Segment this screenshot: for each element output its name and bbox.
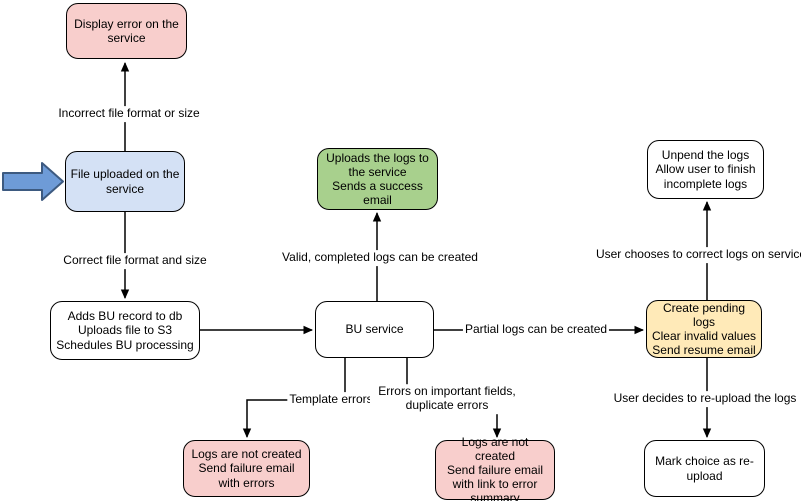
node-text-line: Create pending logs bbox=[662, 300, 746, 329]
edge-label-partial-logs: Partial logs can be created bbox=[462, 322, 610, 338]
node-text-line: Logs are not created bbox=[461, 434, 529, 463]
node-text-line: Display error on the service bbox=[74, 16, 179, 45]
start-arrow-icon[interactable] bbox=[2, 162, 64, 201]
node-logs-not-created-fields[interactable]: Logs are not created Send failure email … bbox=[435, 435, 555, 501]
node-adds-bu-record[interactable]: Adds BU record to db Uploads file to S3 … bbox=[50, 301, 200, 360]
edge-label-user-corrects: User chooses to correct logs on service bbox=[593, 247, 801, 263]
node-logs-not-created-template[interactable]: Logs are not created Send failure email … bbox=[183, 440, 310, 497]
node-bu-service[interactable]: BU service bbox=[315, 301, 434, 358]
node-text-line: Uploads file to S3 bbox=[77, 323, 173, 338]
node-uploads-logs[interactable]: Uploads the logs to the service Sends a … bbox=[317, 148, 438, 210]
node-text-line: Send failure email with link to error su… bbox=[446, 462, 544, 501]
edge-label-field-errors: Errors on important fields, duplicate er… bbox=[370, 384, 524, 414]
node-text-line: Logs are not created bbox=[191, 447, 302, 462]
node-text-line: Clear invalid values bbox=[651, 329, 757, 343]
node-text-line: Sends a success email bbox=[332, 179, 423, 208]
node-text-line: Unpend the logs bbox=[661, 148, 750, 163]
node-text-line: Schedules BU processing bbox=[56, 337, 194, 352]
node-text-line: Allow user to finish incomplete logs bbox=[655, 162, 756, 191]
node-unpend-logs[interactable]: Unpend the logs Allow user to finish inc… bbox=[647, 140, 764, 199]
edge-label-template-errors: Template errors bbox=[287, 392, 375, 408]
edge-label-user-reuploads: User decides to re-upload the logs bbox=[611, 391, 799, 407]
edge-label-valid-completed: Valid, completed logs can be created bbox=[280, 250, 480, 266]
edge-label-correct-format: Correct file format and size bbox=[61, 253, 209, 269]
edge-label-incorrect-format: Incorrect file format or size bbox=[56, 106, 202, 122]
node-mark-choice-reupload[interactable]: Mark choice as re-upload bbox=[644, 440, 765, 497]
node-text-line: BU service bbox=[345, 322, 404, 337]
node-create-pending[interactable]: Create pending logs Clear invalid values… bbox=[646, 300, 762, 358]
node-text-line: Mark choice as re-upload bbox=[655, 454, 754, 483]
node-display-error[interactable]: Display error on the service bbox=[66, 3, 187, 59]
node-text-line: File uploaded on the service bbox=[70, 167, 180, 196]
node-text-line: Send failure email with errors bbox=[198, 461, 295, 490]
node-file-uploaded[interactable]: File uploaded on the service bbox=[65, 151, 185, 212]
node-text-line: Adds BU record to db bbox=[67, 309, 183, 324]
node-text-line: Send resume email bbox=[652, 343, 756, 358]
node-text-line: Uploads the logs to the service bbox=[326, 150, 429, 179]
